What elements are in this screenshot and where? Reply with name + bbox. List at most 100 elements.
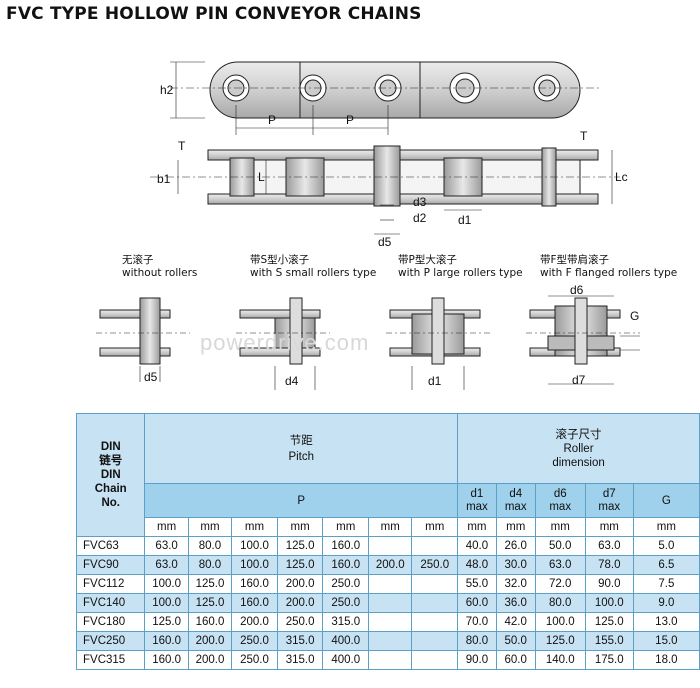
- roller-cell: 36.0: [495, 593, 536, 613]
- roller-cn: 滚子尺寸: [555, 428, 602, 441]
- dim-d2: d2: [413, 211, 427, 225]
- dim-d1: d1: [428, 374, 442, 388]
- pitch-cell: 250.0: [411, 555, 459, 575]
- caption-p-rollers: 带P型大滚子 with P large rollers type: [398, 254, 523, 280]
- roller-cell: 70.0: [457, 612, 497, 632]
- pitch-cell: 250.0: [322, 574, 370, 594]
- pitch-en: Pitch: [288, 450, 315, 463]
- dim-p1: P: [268, 113, 276, 127]
- roller-cell: 48.0: [457, 555, 497, 575]
- note: max: [466, 500, 488, 513]
- dim-p2: P: [346, 113, 354, 127]
- dim-l: L: [258, 170, 265, 184]
- roller-cell: 50.0: [495, 631, 536, 651]
- pitch-cell: 125.0: [187, 574, 233, 594]
- unit-cell: mm: [276, 517, 324, 537]
- pitch-cell: [411, 631, 459, 651]
- roller-cell: 40.0: [457, 536, 497, 556]
- roller-cell: 72.0: [534, 574, 586, 594]
- pitch-cell: 125.0: [276, 555, 324, 575]
- pitch-cell: 200.0: [276, 593, 324, 613]
- pitch-cell: 80.0: [187, 536, 233, 556]
- pitch-cell: 100.0: [231, 555, 278, 575]
- chain-no-cell: FVC63: [75, 536, 146, 556]
- pitch-cell: 250.0: [322, 593, 370, 613]
- dim-t2: T: [580, 129, 588, 143]
- pitch-cell: 125.0: [276, 536, 324, 556]
- roller-cell: 26.0: [495, 536, 536, 556]
- caption-en: with S small rollers type: [250, 267, 377, 279]
- caption-without-rollers: 无滚子 without rollers: [122, 254, 197, 280]
- pitch-cell: [368, 650, 413, 670]
- unit-cell: mm: [187, 517, 233, 537]
- caption-f-rollers: 带F型带肩滚子 with F flanged rollers type: [540, 254, 677, 280]
- pitch-cell: 100.0: [231, 536, 278, 556]
- pitch-cell: 200.0: [276, 574, 324, 594]
- sym: G: [661, 494, 671, 507]
- note: max: [549, 500, 572, 513]
- din-label: DIN: [100, 441, 121, 453]
- roller-cell: 6.5: [632, 555, 700, 575]
- unit-cell: mm: [632, 517, 700, 537]
- watermark: powerdrive.com: [200, 330, 370, 355]
- roller-cell: 90.0: [584, 574, 634, 594]
- pitch-cell: 100.0: [144, 593, 189, 613]
- sym: d6: [553, 487, 567, 500]
- roller-cell: 63.0: [584, 536, 634, 556]
- unit-cell: mm: [322, 517, 370, 537]
- roller-en: dimension: [552, 456, 605, 469]
- pitch-cell: 125.0: [187, 593, 233, 613]
- pitch-cell: 315.0: [276, 631, 324, 651]
- pitch-cell: 63.0: [144, 555, 189, 575]
- caption-en: without rollers: [122, 267, 198, 279]
- pitch-cell: 80.0: [187, 555, 233, 575]
- din-label-cn: 链号: [99, 455, 123, 467]
- pitch-cell: [368, 574, 413, 594]
- unit-cell: mm: [231, 517, 278, 537]
- roller-cell: 55.0: [457, 574, 497, 594]
- pitch-cell: 160.0: [144, 631, 189, 651]
- roller-cell: 175.0: [584, 650, 634, 670]
- caption-cn: 带P型大滚子: [398, 254, 457, 266]
- unit-cell: mm: [368, 517, 413, 537]
- dim-d6: d6: [570, 283, 584, 297]
- unit-cell: mm: [411, 517, 459, 537]
- pitch-cell: [368, 631, 413, 651]
- din-header: DIN 链号 DIN Chain No.: [75, 413, 146, 537]
- dim-d5: d5: [144, 370, 158, 384]
- note: max: [598, 500, 621, 513]
- pitch-cell: 200.0: [187, 631, 233, 651]
- dim-d7: d7: [572, 373, 586, 387]
- dim-t1: T: [178, 139, 186, 153]
- note: max: [504, 500, 527, 513]
- pitch-cell: [411, 593, 459, 613]
- roller-cell: 30.0: [495, 555, 536, 575]
- roller-cell: 60.0: [457, 593, 497, 613]
- dim-d1-side: d1: [458, 213, 472, 227]
- roller-cell: 140.0: [534, 650, 586, 670]
- dim-d5-side: d5: [378, 235, 392, 249]
- top-view: [170, 61, 600, 135]
- roller-cell: 78.0: [584, 555, 634, 575]
- pitch-cell: 125.0: [144, 612, 189, 632]
- pitch-cell: [411, 574, 459, 594]
- roller-cell: 9.0: [632, 593, 700, 613]
- pitch-cell: [368, 536, 413, 556]
- unit-cell: mm: [584, 517, 634, 537]
- pitch-cell: 160.0: [231, 574, 278, 594]
- pitch-symbol: P: [144, 483, 459, 518]
- unit-cell: mm: [534, 517, 586, 537]
- caption-cn: 无滚子: [122, 254, 154, 266]
- pitch-cell: 160.0: [322, 536, 370, 556]
- roller-cell: 100.0: [584, 593, 634, 613]
- roller-cell: 125.0: [534, 631, 586, 651]
